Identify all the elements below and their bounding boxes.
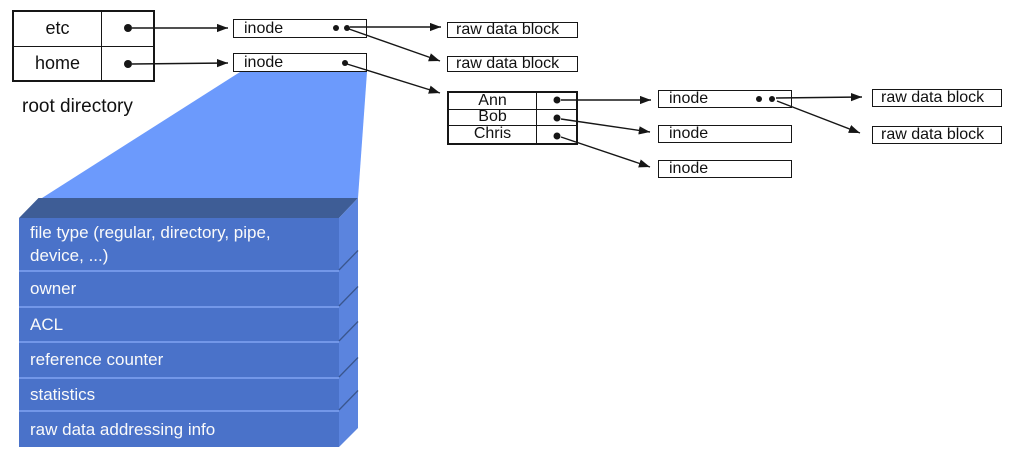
inode-box-home: inode: [233, 53, 367, 72]
root-directory-caption: root directory: [22, 96, 133, 117]
inode-label: inode: [244, 19, 284, 37]
inode-field-owner: owner: [19, 270, 339, 306]
raw-data-block-label: raw data block: [881, 126, 985, 143]
raw-data-block-label: raw data block: [881, 89, 985, 106]
pointer-cell: [102, 47, 153, 82]
inode-field-acl: ACL: [19, 306, 339, 341]
entry-name-home: home: [14, 46, 102, 81]
pointer-cell: [537, 110, 576, 126]
pointer-cell: [537, 126, 576, 143]
inode-field-raw-data-addressing: raw data addressing info: [19, 410, 339, 447]
inode-field-statistics: statistics: [19, 377, 339, 410]
entry-name-etc: etc: [14, 12, 102, 46]
home-directory-row-bob: Bob: [449, 108, 576, 126]
home-directory-table: Ann Bob Chris: [447, 91, 578, 145]
inode-box-chris: inode: [658, 160, 792, 178]
inode-structure-stack: file type (regular, directory, pipe, dev…: [19, 218, 339, 447]
inode-field-file-type: file type (regular, directory, pipe, dev…: [30, 223, 271, 265]
entry-name-ann: Ann: [449, 92, 537, 109]
inode-box-ann: inode: [658, 90, 792, 108]
raw-data-block-label: raw data block: [456, 21, 560, 38]
root-directory-row-etc: etc: [14, 12, 153, 47]
home-directory-row-ann: Ann: [449, 92, 576, 110]
inode-label: inode: [669, 125, 709, 142]
raw-data-block-3: raw data block: [872, 89, 1002, 107]
inode-field-reference-counter: reference counter: [19, 341, 339, 377]
home-directory-row-chris: Chris: [449, 125, 576, 143]
inode-label: inode: [244, 53, 284, 71]
pointer-cell: [102, 12, 153, 46]
inode-zoom-funnel: [42, 72, 367, 198]
raw-data-block-4: raw data block: [872, 126, 1002, 144]
root-directory-row-home: home: [14, 46, 153, 82]
stack-right-side: [339, 198, 358, 447]
pointer-cell: [537, 93, 576, 109]
inode-box-bob: inode: [658, 125, 792, 143]
root-directory-table: etc home: [12, 10, 155, 82]
raw-data-block-label: raw data block: [456, 55, 560, 72]
inode-label: inode: [669, 160, 709, 177]
raw-data-block-1: raw data block: [447, 21, 578, 38]
inode-label: inode: [669, 90, 709, 107]
inode-box-etc: inode: [233, 19, 367, 38]
raw-data-block-2: raw data block: [447, 55, 578, 72]
stack-side-dividers: [338, 250, 359, 411]
entry-name-bob: Bob: [449, 108, 537, 125]
stack-top-bevel: [19, 198, 358, 218]
entry-name-chris: Chris: [449, 125, 537, 143]
